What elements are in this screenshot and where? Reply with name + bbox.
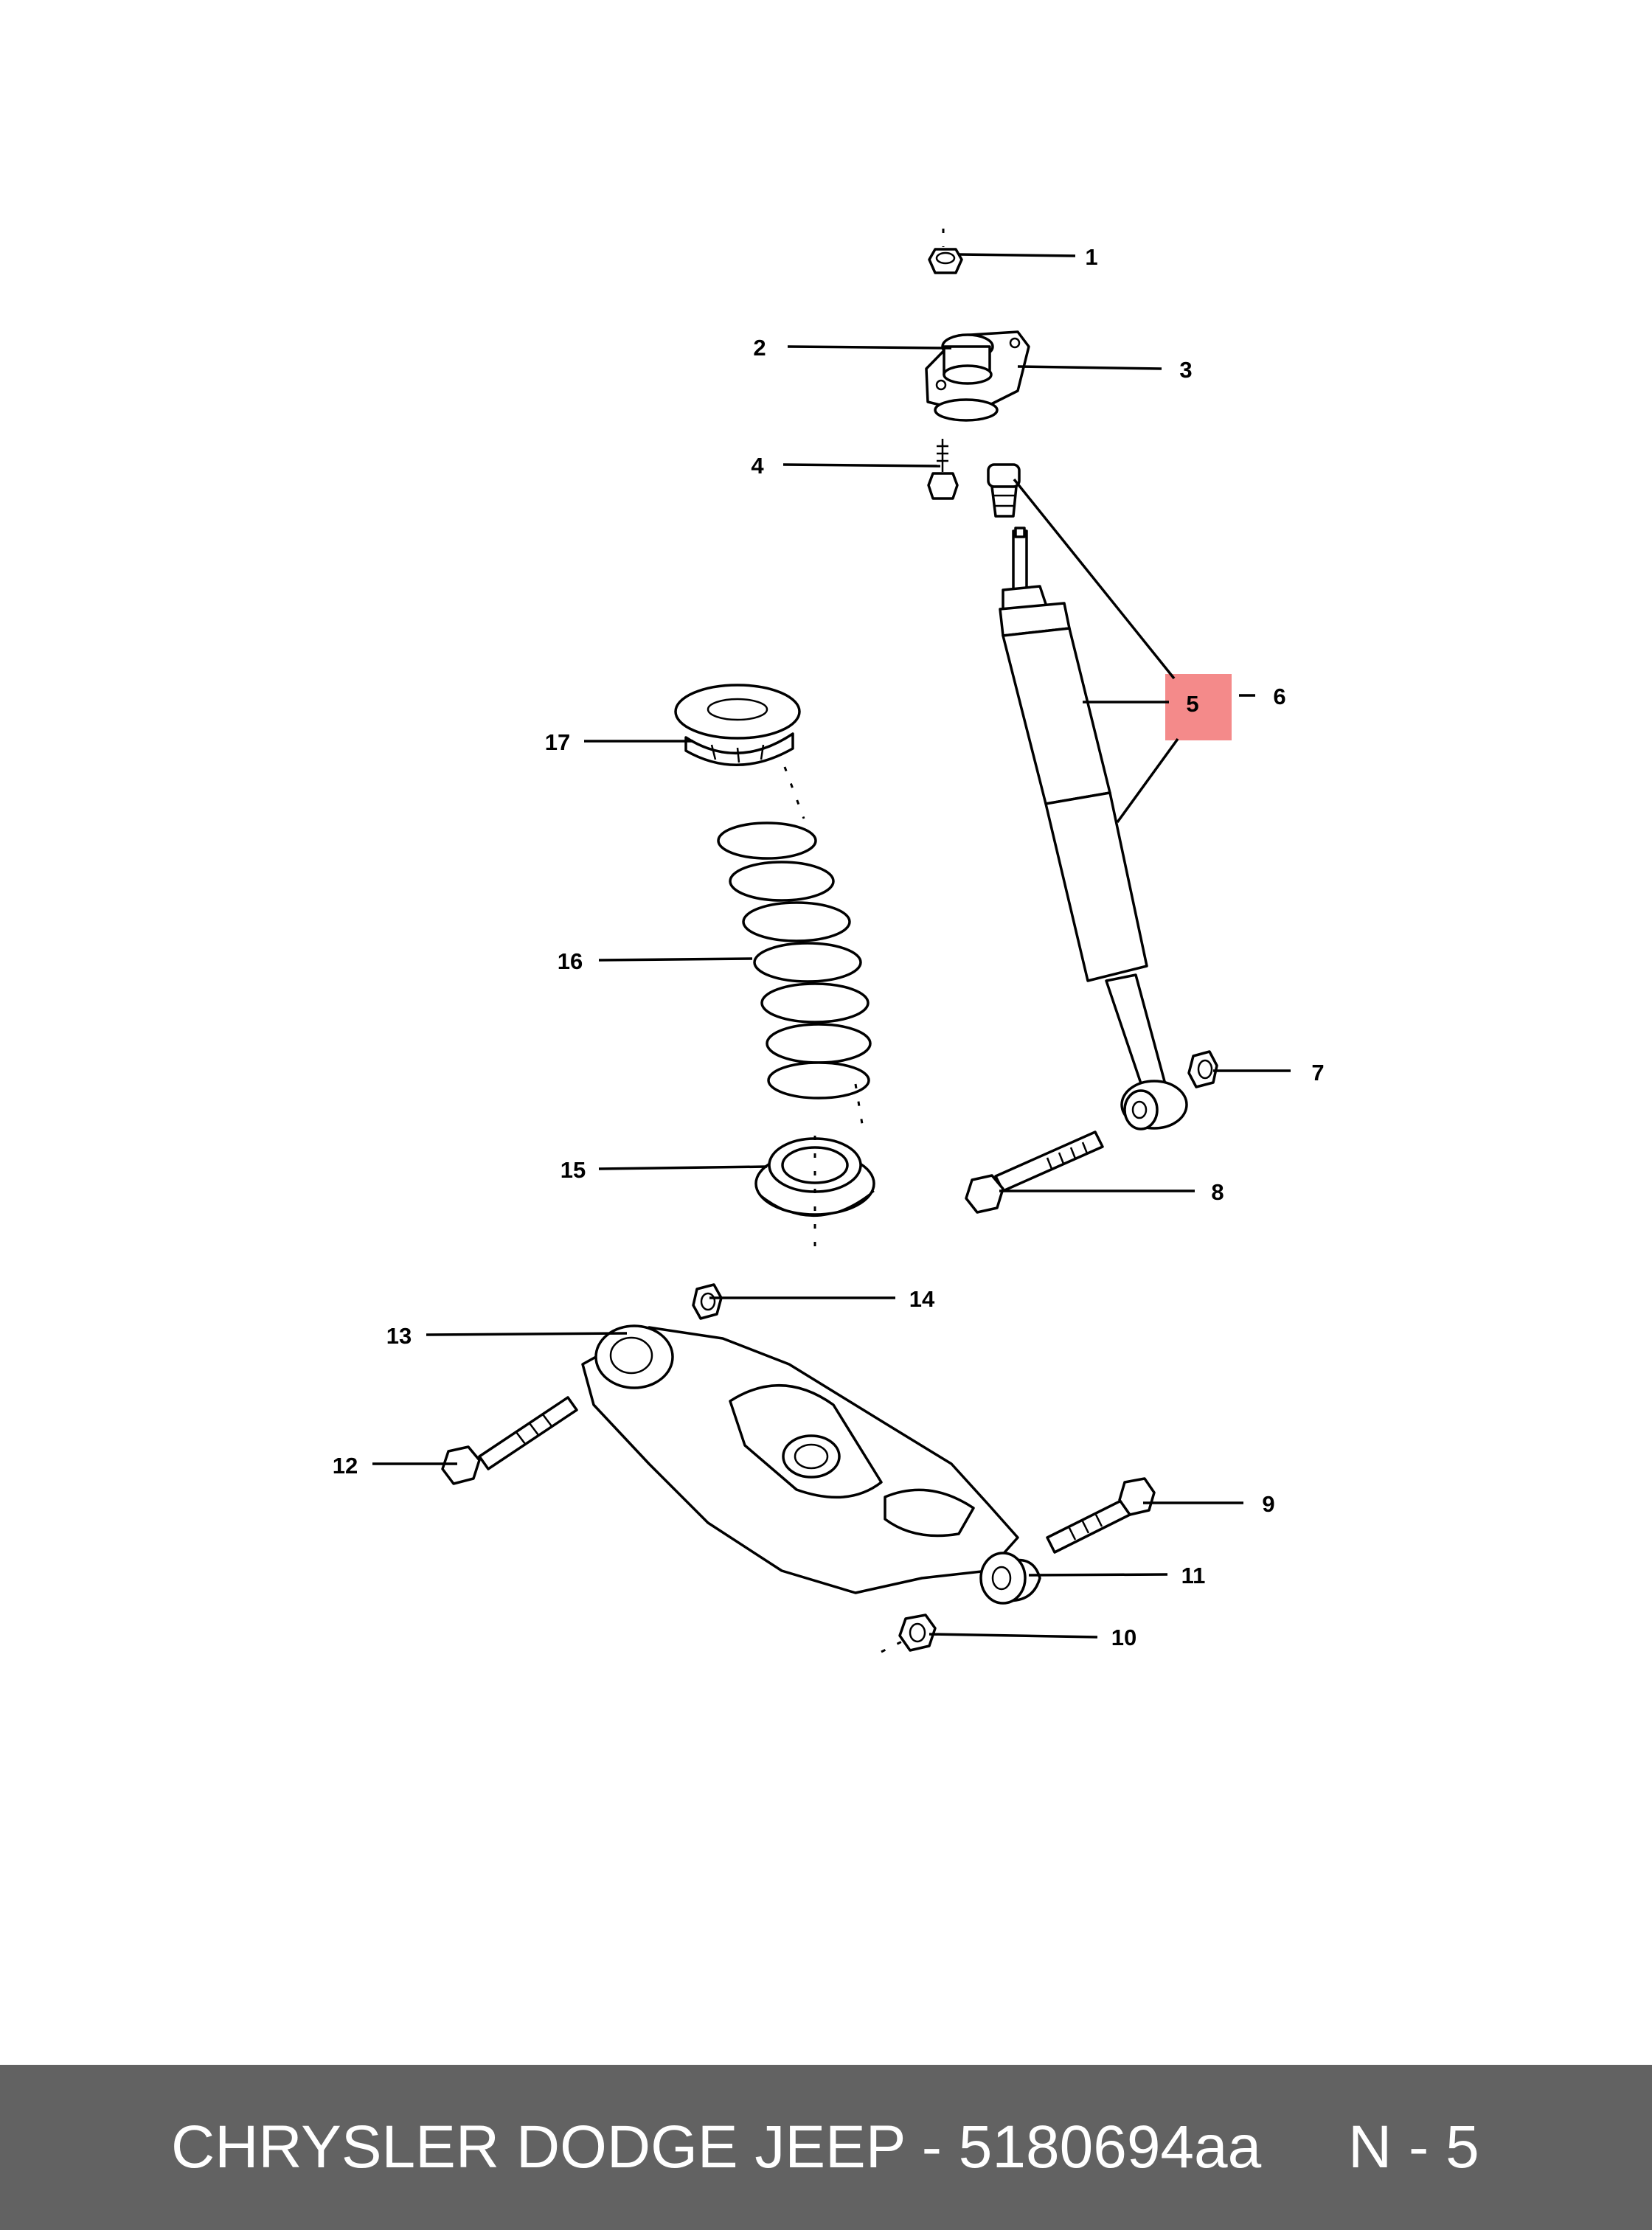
callout-7: 7 bbox=[1311, 1060, 1324, 1086]
callout-11: 11 bbox=[1181, 1563, 1206, 1588]
callout-2: 2 bbox=[753, 335, 766, 361]
callout-5: 5 bbox=[1186, 691, 1198, 717]
part-13-control-arm bbox=[581, 1324, 1041, 1605]
exploded-parts-diagram: 1 2 3 4 5 6 7 8 9 10 11 12 13 14 15 16 1… bbox=[333, 229, 1325, 1653]
part-6-bump-stop bbox=[987, 463, 1021, 518]
part-16-coil-spring bbox=[717, 766, 872, 1129]
part-10-nut bbox=[881, 1614, 937, 1653]
callout-16: 16 bbox=[558, 948, 583, 974]
callout-4: 4 bbox=[751, 453, 764, 479]
callout-9: 9 bbox=[1262, 1491, 1274, 1517]
part-17-spring-isolator bbox=[674, 684, 801, 766]
callout-13: 13 bbox=[386, 1323, 412, 1349]
callout-6: 6 bbox=[1273, 684, 1285, 709]
callout-15: 15 bbox=[560, 1157, 586, 1183]
callout-14: 14 bbox=[909, 1286, 935, 1312]
part-2-3-strut-mount bbox=[925, 330, 1030, 422]
part-5-shock-absorber bbox=[999, 527, 1188, 1130]
callout-8: 8 bbox=[1211, 1179, 1224, 1205]
part-1-nut bbox=[928, 229, 963, 274]
part-4-bolt bbox=[927, 439, 959, 500]
callout-12: 12 bbox=[333, 1453, 358, 1479]
footer-bar: CHRYSLER DODGE JEEP - 5180694aa N - 5 bbox=[0, 2065, 1652, 2230]
part-15-spring-seat bbox=[754, 1136, 875, 1246]
callout-3: 3 bbox=[1179, 357, 1192, 383]
callout-labels: 1 2 3 4 5 6 7 8 9 10 11 12 13 14 15 16 1… bbox=[333, 244, 1325, 1650]
leader-lines bbox=[372, 253, 1291, 1639]
part-7-nut bbox=[1187, 1050, 1218, 1088]
callout-1: 1 bbox=[1085, 244, 1097, 270]
part-14-nut bbox=[692, 1283, 723, 1320]
part-8-bolt bbox=[965, 1130, 1104, 1214]
callout-17: 17 bbox=[545, 729, 570, 755]
footer-diagram-code: N - 5 bbox=[1348, 2113, 1479, 2181]
callout-10: 10 bbox=[1111, 1625, 1136, 1650]
footer-brand-part-number: CHRYSLER DODGE JEEP - 5180694aa bbox=[171, 2113, 1262, 2181]
part-9-bolt bbox=[1046, 1477, 1156, 1554]
highlight-box bbox=[1165, 674, 1232, 740]
part-12-bolt bbox=[441, 1396, 578, 1485]
